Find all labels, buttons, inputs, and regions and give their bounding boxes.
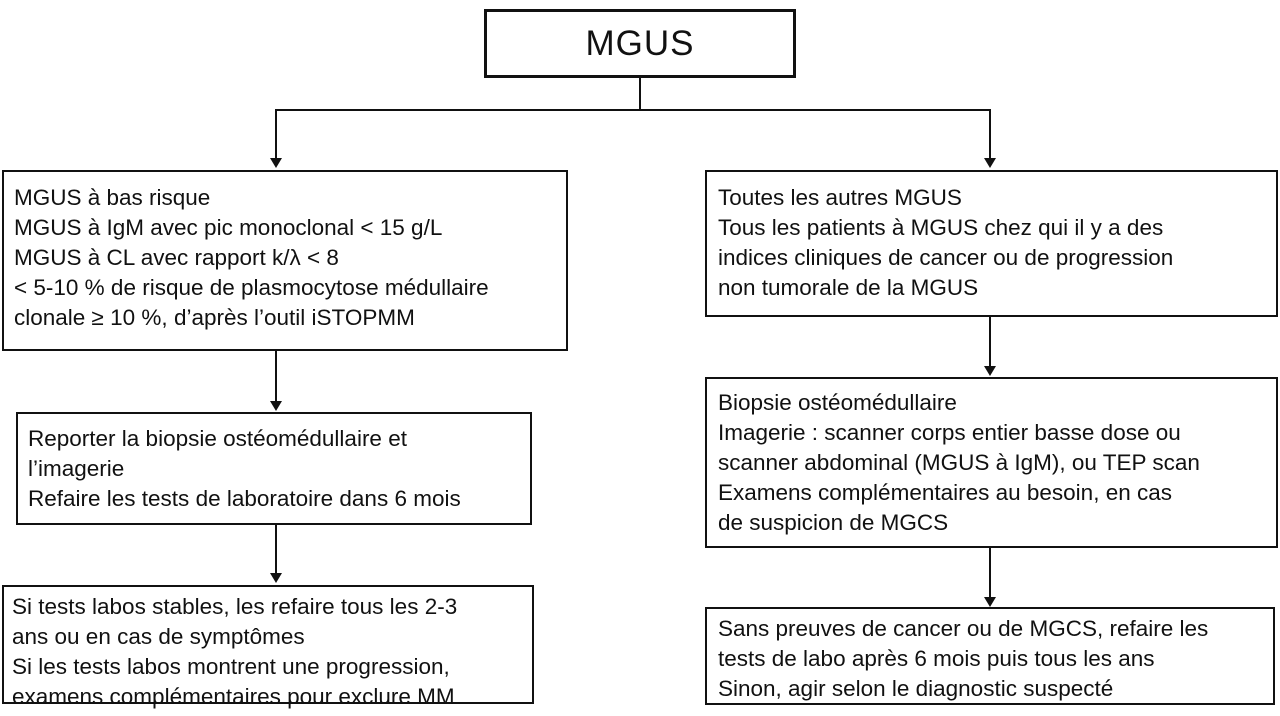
node-stable-labs-follow-up: Si tests labos stables, les refaire tous… xyxy=(2,585,534,709)
connector-left-1 xyxy=(275,351,277,401)
node-defer-biopsy-imaging-text: Reporter la biopsie ostéomédullaire et l… xyxy=(28,426,461,511)
node-mgus-root: MGUS xyxy=(484,9,796,78)
node-no-cancer-follow-up: Sans preuves de cancer ou de MGCS, refai… xyxy=(705,607,1275,705)
connector-right-1 xyxy=(989,317,991,366)
node-stable-labs-follow-up-text: Si tests labos stables, les refaire tous… xyxy=(12,594,458,709)
arrow-down-icon xyxy=(270,158,282,168)
connector-left-branch xyxy=(275,109,277,158)
node-defer-biopsy-imaging: Reporter la biopsie ostéomédullaire et l… xyxy=(16,412,532,525)
arrow-down-icon xyxy=(270,401,282,411)
arrow-down-icon xyxy=(984,597,996,607)
node-biopsy-imaging-workup: Biopsie ostéomédullaire Imagerie : scann… xyxy=(705,377,1278,548)
arrow-down-icon xyxy=(270,573,282,583)
arrow-down-icon xyxy=(984,158,996,168)
connector-root-stem xyxy=(639,78,641,110)
node-all-other-mgus-text: Toutes les autres MGUS Tous les patients… xyxy=(718,185,1174,300)
connector-left-2 xyxy=(275,525,277,573)
connector-branch-horizontal xyxy=(275,109,991,111)
node-low-risk-mgus-text: MGUS à bas risque MGUS à IgM avec pic mo… xyxy=(14,185,489,330)
connector-right-branch xyxy=(989,109,991,158)
node-no-cancer-follow-up-text: Sans preuves de cancer ou de MGCS, refai… xyxy=(718,616,1209,701)
node-low-risk-mgus: MGUS à bas risque MGUS à IgM avec pic mo… xyxy=(2,170,568,351)
connector-right-2 xyxy=(989,548,991,597)
node-biopsy-imaging-workup-text: Biopsie ostéomédullaire Imagerie : scann… xyxy=(718,390,1200,535)
node-all-other-mgus: Toutes les autres MGUS Tous les patients… xyxy=(705,170,1278,317)
arrow-down-icon xyxy=(984,366,996,376)
node-mgus-root-label: MGUS xyxy=(585,24,695,63)
